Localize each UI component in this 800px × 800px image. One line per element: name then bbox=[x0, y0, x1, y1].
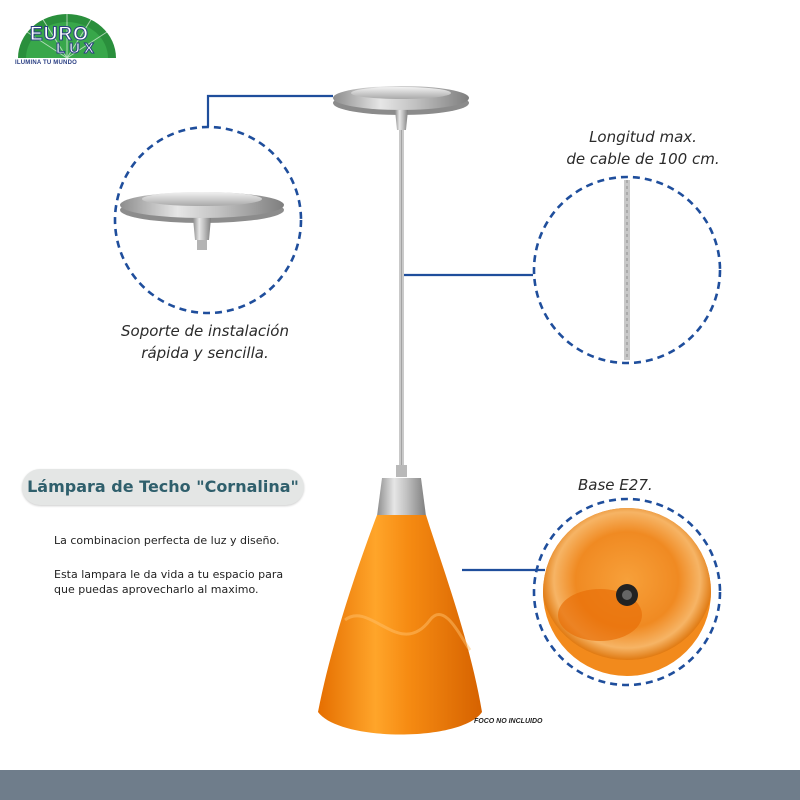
cable-detail-circle bbox=[532, 175, 722, 365]
logo-wordmark-bottom: LUX bbox=[56, 40, 98, 57]
logo-slogan: ILUMINA TU MUNDO bbox=[15, 60, 77, 66]
cable-detail bbox=[624, 180, 630, 360]
cable-length-line2: de cable de 100 cm. bbox=[566, 150, 720, 168]
socket-detail bbox=[543, 508, 711, 676]
connector-lines bbox=[206, 94, 545, 572]
brand-logo: EURO LUX ILUMINA TU MUNDO bbox=[12, 8, 122, 68]
footer-bar bbox=[0, 770, 800, 800]
detail-circles bbox=[113, 125, 722, 687]
connector-support bbox=[206, 94, 333, 127]
canopy-detail bbox=[120, 192, 284, 250]
sun-icon bbox=[12, 13, 122, 68]
product-title: Lámpara de Techo "Cornalina" bbox=[27, 477, 299, 496]
product-description-2: Esta lampara le da vida a tu espacio par… bbox=[54, 568, 284, 596]
product-description-1: La combinacion perfecta de luz y diseño. bbox=[54, 534, 280, 547]
logo-wordmark-top: EURO bbox=[30, 24, 89, 45]
cable-length-caption: Longitud max. de cable de 100 cm. bbox=[548, 126, 738, 170]
product-title-pill: Lámpara de Techo "Cornalina" bbox=[22, 469, 304, 505]
base-caption: Base E27. bbox=[578, 476, 653, 494]
support-detail-circle bbox=[113, 125, 303, 315]
pendant-lamp bbox=[318, 86, 482, 735]
bulb-not-included-note: FOCO NO INCLUIDO bbox=[474, 718, 543, 725]
cable-length-line1: Longitud max. bbox=[589, 128, 697, 146]
base-detail-circle bbox=[532, 497, 722, 687]
mounting-caption: Soporte de instalación rápida y sencilla… bbox=[100, 320, 310, 364]
mounting-line1: Soporte de instalación bbox=[121, 322, 289, 340]
mounting-line2: rápida y sencilla. bbox=[141, 344, 269, 362]
